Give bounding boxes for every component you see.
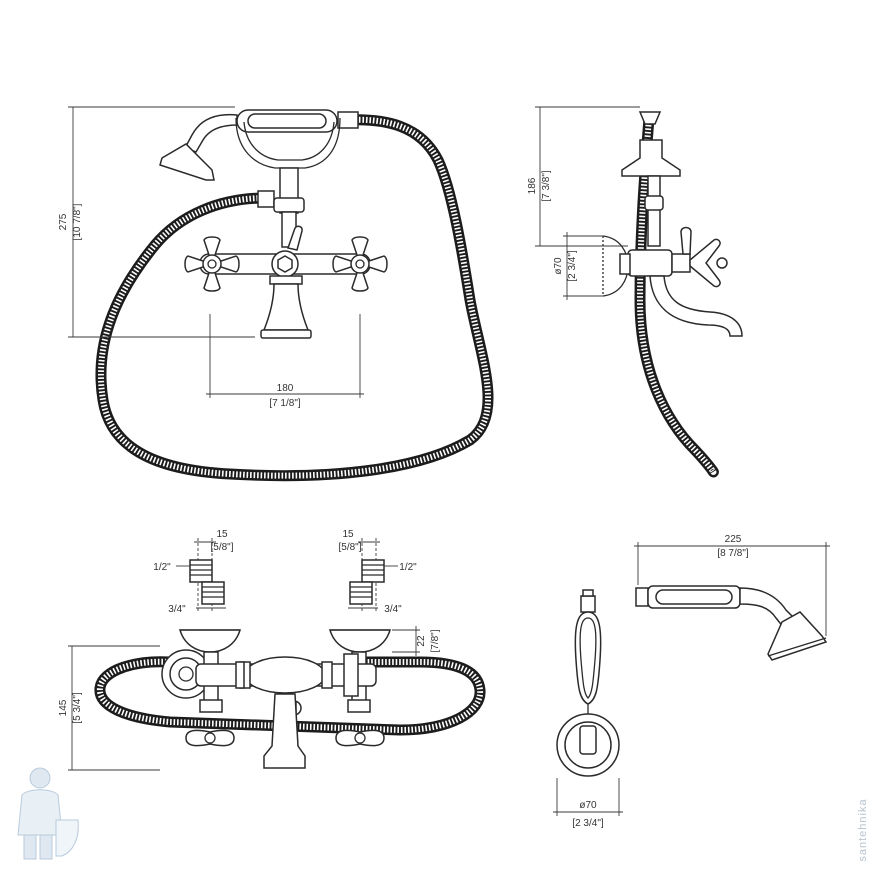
front-width-mm: 180 [277, 383, 294, 394]
front-shower-head [159, 143, 215, 181]
thread-right-mm: 15 [342, 529, 354, 540]
front-spout [262, 283, 310, 331]
top-handle-left [185, 729, 235, 747]
holder-diameter-mm: ø70 [579, 800, 597, 811]
handshower-length-inch: [8 7/8"] [717, 548, 749, 559]
thread-detail-left: 15 [5/8"] 1/2" 3/4" [153, 529, 233, 615]
top-spout [263, 693, 306, 769]
top-hose-outer [94, 656, 486, 736]
front-riser-collar [273, 197, 305, 213]
front-spout-base [260, 329, 312, 339]
top-flange-right [329, 629, 391, 653]
top-height-dimension: 145 [5 3/4"] [58, 645, 160, 771]
front-view [95, 109, 494, 482]
flange-height-mm: 22 [416, 635, 427, 647]
wall-holder-view [556, 589, 620, 777]
handshower-length-dimension: 225 [8 7/8"] [634, 534, 830, 636]
front-hose-nut-top [337, 111, 359, 129]
flange-height-dimension: 22 [7/8"] [392, 626, 441, 656]
holder-diameter-dimension: ø70 [2 3/4"] [553, 778, 623, 829]
top-view [94, 629, 486, 769]
side-diameter-inch: [2 3/4"] [567, 250, 578, 282]
top-height-mm: 145 [58, 699, 69, 716]
flange-height-inch: [7/8"] [430, 629, 441, 652]
side-cross-handle [689, 238, 721, 288]
side-body [627, 249, 673, 277]
handshower-end-nut [635, 587, 649, 607]
front-height-inch: [10 7/8"] [72, 203, 83, 240]
front-width-inch: [7 1/8"] [269, 398, 301, 409]
side-handle-cap [716, 257, 728, 269]
front-height-mm: 275 [58, 213, 69, 230]
front-cradle-inner [243, 121, 335, 161]
side-height-mm: 186 [527, 177, 538, 194]
front-right-cross-handle [332, 236, 388, 292]
side-diameter-mm: ø70 [553, 257, 564, 275]
top-body-center [244, 656, 326, 694]
thread-right-inch: [5/8"] [338, 542, 361, 553]
front-diverter-lever [287, 225, 303, 251]
thread-detail-right: 15 [5/8"] 1/2" 3/4" [338, 529, 417, 615]
side-body-nut [619, 253, 631, 275]
thread-left-inch: [5/8"] [210, 542, 233, 553]
side-spout [649, 275, 743, 337]
front-spout-collar [269, 275, 303, 285]
handshower-length-mm: 225 [725, 534, 742, 545]
side-riser-collar [644, 195, 664, 211]
thread-right-thread: 3/4" [384, 604, 402, 615]
side-riser [647, 175, 661, 247]
top-flange-left [179, 629, 241, 653]
watermark-text: santehnika [857, 798, 869, 861]
thread-right-pipe: 1/2" [399, 562, 417, 573]
side-shower-head [621, 139, 681, 177]
front-shower-grip [247, 113, 327, 129]
thread-left-thread: 3/4" [168, 604, 186, 615]
side-lever [680, 226, 692, 255]
side-hose-inner [636, 117, 717, 475]
top-height-inch: [5 3/4"] [72, 692, 83, 724]
holder-diameter-inch: [2 3/4"] [572, 818, 604, 829]
handshower-head [767, 611, 828, 661]
front-center-hex [277, 255, 293, 273]
side-height-inch: [7 3/8"] [541, 170, 552, 202]
side-body-stem [671, 253, 691, 273]
side-shower-top [638, 111, 662, 125]
front-hose-nut-left [257, 190, 275, 208]
front-shower-neck [183, 113, 238, 153]
holder-handle [574, 611, 602, 705]
side-view [602, 111, 743, 478]
handshower-view [635, 585, 828, 661]
top-handle-right [335, 729, 385, 747]
thread-left-mm: 15 [216, 529, 228, 540]
thread-left-pipe: 1/2" [153, 562, 171, 573]
plumber-logo [17, 767, 79, 860]
side-height-dimension: 186 [7 3/8"] [527, 106, 640, 247]
front-width-dimension: 180 [7 1/8"] [206, 314, 364, 409]
front-left-cross-handle [184, 236, 240, 292]
side-diameter-dimension: ø70 [2 3/4"] [553, 232, 605, 300]
front-hose-inner [98, 116, 492, 479]
front-height-dimension: 275 [10 7/8"] [58, 106, 255, 338]
